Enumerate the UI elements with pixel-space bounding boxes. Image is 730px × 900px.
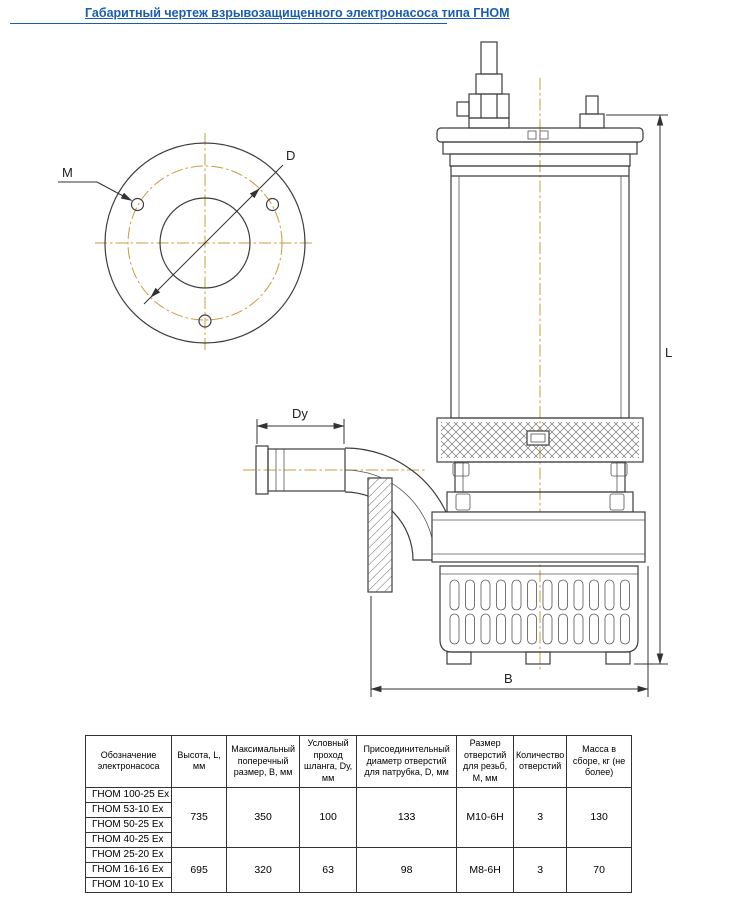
dim-label-d: D [286,148,295,163]
outlet-elbow [255,445,447,593]
feet [446,651,631,665]
cell-model: ГНОМ 100-25 Ex [84,786,173,803]
dimension-dy: Dy [256,406,345,444]
dimension-b: B [370,566,649,697]
flange-outer-circle [104,142,306,344]
cell-hose-bore: 100 [299,786,358,848]
col-header-weight: Масса в сборе, кг (не более) [566,735,633,788]
pump-side-view: Dy L B [243,41,672,697]
dimension-d: D [143,148,295,305]
spec-table: Обозначение электронасоса Высота, L, мм … [84,735,633,893]
dimensional-drawing: D M [58,41,672,697]
cell-thread-size: М8-6Н [456,846,515,893]
cell-thread-size: М10-6Н [456,786,515,848]
page-title[interactable]: Габаритный чертеж взрывозащищенного элек… [85,6,510,20]
table-row: ГНОМ 10-10 Ex [84,876,632,893]
outlet-flange [367,477,393,593]
table-header-row: Обозначение электронасоса Высота, L, мм … [84,735,633,788]
dimension-m: M [58,165,132,201]
cell-holes-count: 3 [513,846,568,893]
cell-max-size: 350 [226,786,301,848]
cell-weight: 70 [566,846,633,893]
cell-conn-diameter: 133 [356,786,458,848]
dim-label-m: M [62,165,73,180]
bolt-circle [127,165,283,321]
cell-weight: 130 [566,786,633,848]
cell-height: 735 [171,786,228,848]
cell-conn-diameter: 98 [356,846,458,893]
table-row: ГНОМ 100-25 Ex 735 350 100 133 М10-6Н 3 … [84,786,633,848]
cell-model: ГНОМ 16-16 Ex [84,861,173,878]
dim-label-dy: Dy [292,406,308,421]
flange-top-view: D M [58,133,315,353]
clamp-band [436,417,644,463]
col-header-hose-bore: Условный проход шланга, Dу, мм [299,735,358,788]
cell-model: ГНОМ 50-25 Ex [84,816,173,833]
col-header-conn-diameter: Присоединительный диаметр отверстий для … [356,735,458,788]
second-fitting [579,95,605,129]
bolt-hole [130,197,145,212]
cell-holes-count: 3 [513,786,568,848]
cell-model: ГНОМ 40-25 Ex [84,831,173,848]
col-header-designation: Обозначение электронасоса [84,735,173,788]
dimension-l: L [606,114,672,665]
title-underline [10,23,447,24]
cell-max-size: 320 [226,846,301,893]
bolt-hole [198,314,212,328]
cell-hose-bore: 63 [299,846,358,893]
strainer-slots [449,579,630,645]
pump-centerlines [243,78,541,672]
cell-model: ГНОМ 10-10 Ex [84,876,173,893]
cell-height: 695 [171,846,228,893]
cable-gland [456,41,510,129]
cell-model: ГНОМ 53-10 Ex [84,801,173,818]
dim-label-l: L [665,345,672,360]
table-row: ГНОМ 25-20 Ex 695 320 63 98 М8-6Н 3 70 [84,846,633,893]
strainer [439,565,639,665]
col-header-max-size: Максимальный поперечный размер, В, мм [226,735,301,788]
cell-model: ГНОМ 25-20 Ex [84,846,173,863]
col-header-thread-size: Размер отверстий для резьб, М, мм [456,735,515,788]
col-header-holes-count: Количество отверстий [513,735,568,788]
pump-casing [431,511,646,563]
col-header-height: Высота, L, мм [171,735,228,788]
dim-label-b: B [504,671,513,686]
bolt-hole [265,197,280,212]
hose-nipple [255,445,346,495]
